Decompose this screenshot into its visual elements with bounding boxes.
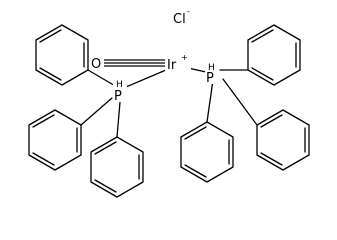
iridium-label: Ir + [165,53,191,73]
phenyl-ring-lower-left [28,109,82,171]
svg-text:+: + [181,53,188,62]
svg-text:P: P [114,89,122,104]
bond-ir-pleft [125,69,167,88]
phenyl-ring-bottom-middle [180,121,234,183]
phenyl-ring-top-left [35,24,89,86]
oxygen-label: O [90,55,104,72]
svg-text:Ir: Ir [167,58,177,73]
phenyl-ring-top-right [247,24,301,86]
chloride-label: Cl - [171,7,193,27]
phenyl-ring-bottom-right [256,109,310,171]
svg-text:-: - [187,7,190,16]
svg-text:H: H [208,63,215,73]
bond-pleft-ring3 [116,101,121,138]
carbonyl-triple-bond [103,59,166,67]
bond-pleft-ring1 [87,69,118,88]
bond-pright-ring5 [206,79,214,123]
svg-text:Cl: Cl [173,12,186,27]
svg-text:P: P [206,71,214,86]
svg-text:O: O [91,57,101,72]
phosphorus-left-label: H P [113,78,127,104]
bond-pleft-ring2 [80,97,113,126]
molecule-diagram: Cl - O Ir + H P H P [28,7,310,198]
phosphorus-right-label: H P [205,62,219,86]
svg-text:H: H [116,80,123,90]
bond-pright-ring6 [222,78,258,126]
structure-figure: Cl - O Ir + H P H P [28,7,310,198]
phenyl-ring-bottom-left [90,136,144,198]
